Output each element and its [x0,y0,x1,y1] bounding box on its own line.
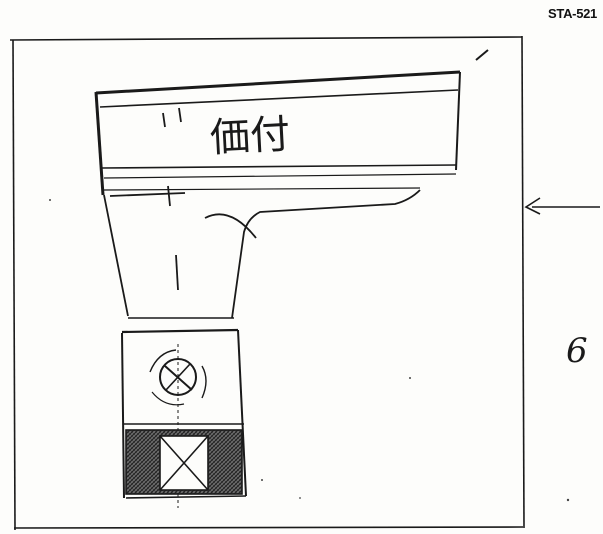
top-plate [94,70,461,196]
side-number: 6 [566,331,588,371]
hatched-base-block [125,429,243,495]
paper-specks [49,199,570,502]
direction-arrow [524,197,600,215]
corner-tick-mark [475,49,489,61]
drawing-code-label: STA-521 [548,6,597,21]
handwritten-label: 価付 [209,112,291,162]
circular-fitting-symbol [149,344,207,508]
bracket-stem [103,189,421,319]
lower-housing [121,317,247,499]
outer-frame [9,35,525,531]
plate-ticks [109,107,186,207]
